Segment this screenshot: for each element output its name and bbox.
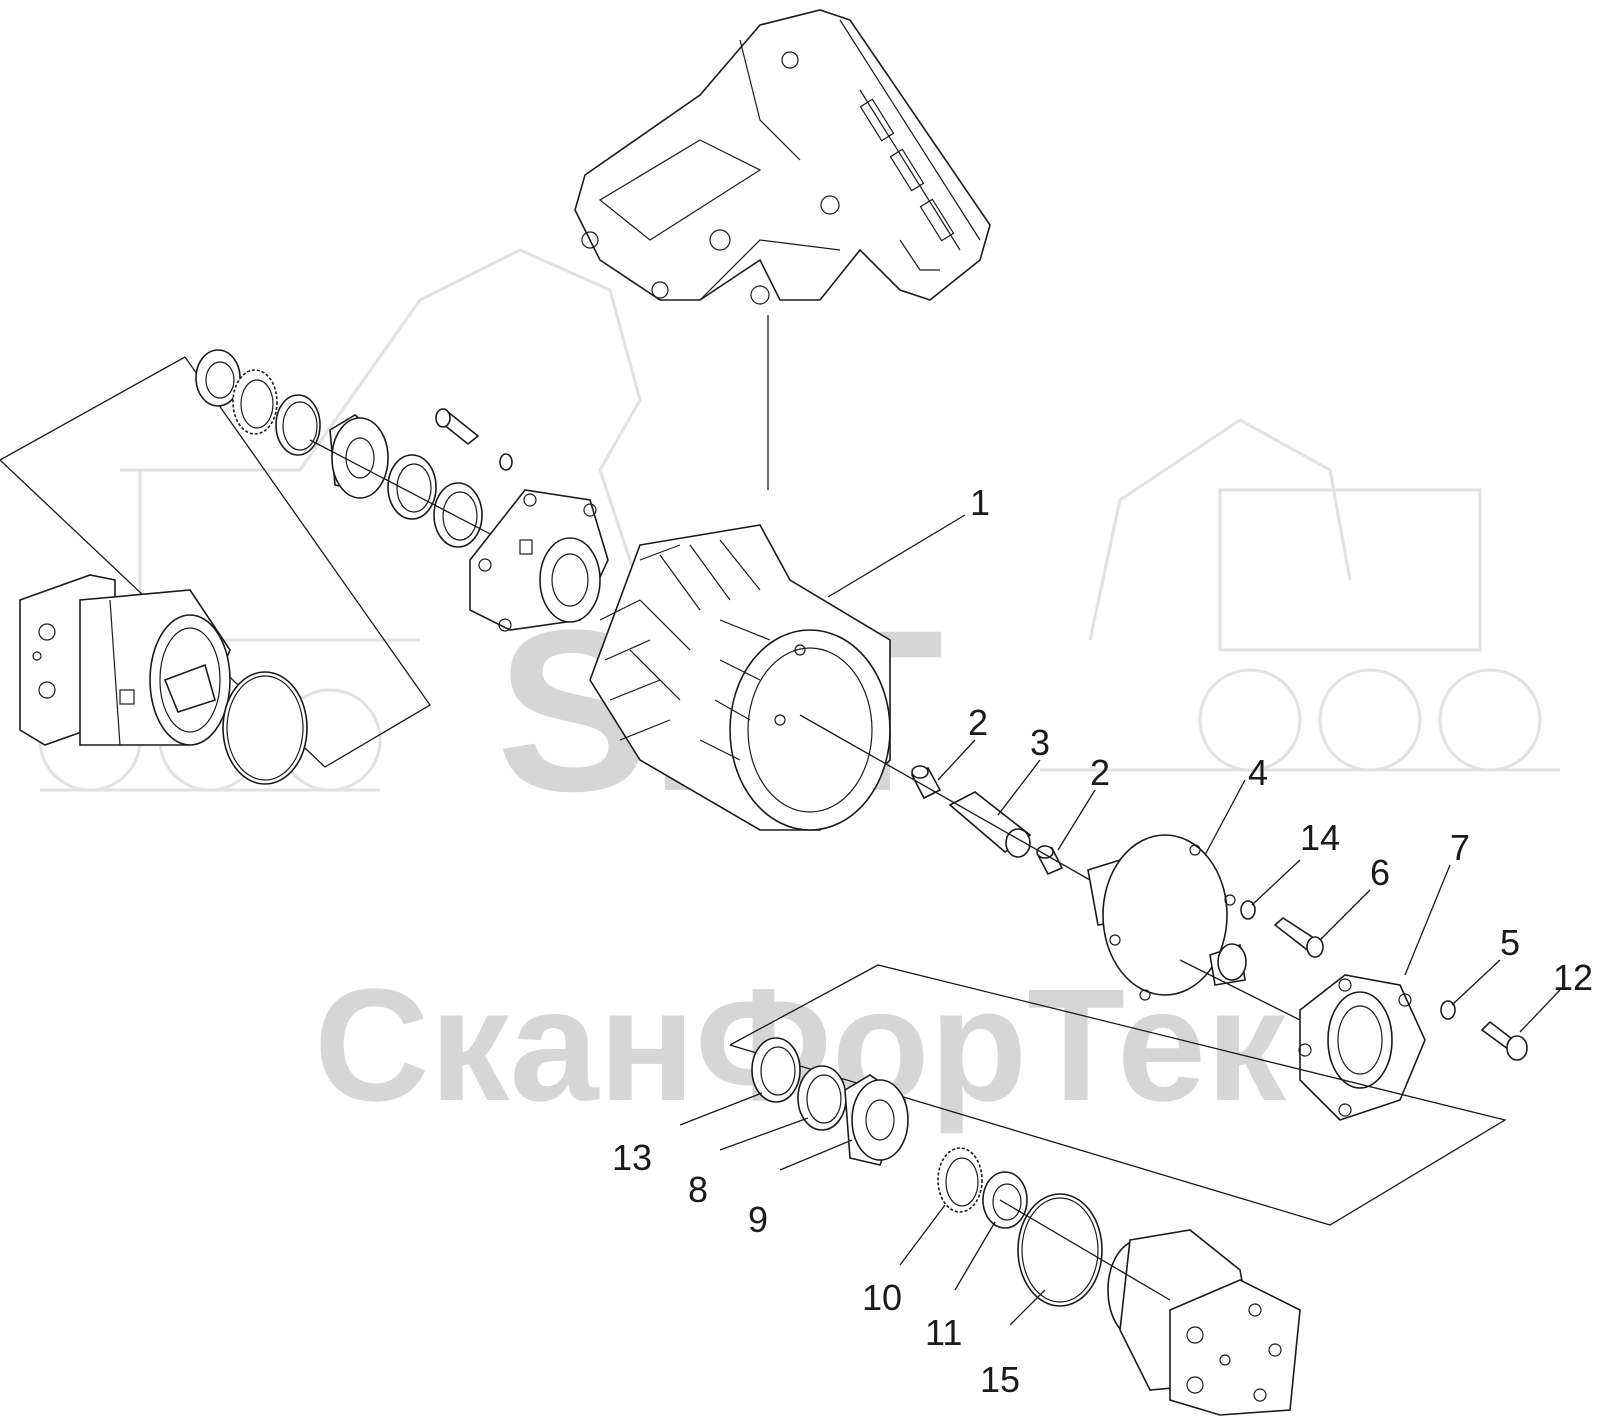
frame-assembly [574,9,991,305]
lower-group-bracket [729,964,1507,1226]
callout-labels: 1 2 3 2 4 14 6 7 5 12 13 8 9 10 11 15 [612,482,1593,1400]
bearing-right-9 [844,1074,909,1166]
callout-leaders [679,514,1561,1326]
lock-washer-left [232,369,278,435]
hub [1087,834,1247,1001]
pin-lower [1036,845,1064,876]
seal-left-1 [387,454,437,520]
callout-15: 15 [980,1359,1020,1400]
watermark-tractor-right [1040,418,1560,772]
callout-2-lower: 2 [1090,752,1110,793]
hydraulic-motor-right [1107,1229,1301,1416]
bolt-6 [1273,916,1324,958]
seal-right-8 [797,1065,847,1131]
callout-6: 6 [1370,852,1390,893]
washer-left [499,453,513,471]
hydraulic-motor-left [19,574,231,746]
callout-7: 7 [1450,827,1470,868]
sprocket-drum [589,524,891,831]
o-ring-right-15 [1017,1193,1103,1307]
callout-14: 14 [1300,817,1340,858]
spacer-tube [948,791,1032,858]
callout-1: 1 [970,482,990,523]
bearing-housing-right [1298,974,1426,1121]
o-ring-left [222,671,308,785]
callout-4: 4 [1248,752,1268,793]
seal-right-13 [751,1037,801,1103]
lock-washer-right-10 [937,1147,983,1213]
washer-5 [1440,1000,1456,1020]
callout-11: 11 [925,1312,962,1353]
nut-right-11 [982,1171,1028,1229]
callout-3: 3 [1030,722,1050,763]
bolt-left [435,408,480,446]
bolt-12 [1480,1020,1528,1061]
callout-12: 12 [1553,957,1593,998]
upper-group-bracket [0,356,431,768]
callout-2-upper: 2 [968,702,988,743]
bearing-housing-left [469,489,609,632]
callout-10: 10 [862,1277,902,1318]
callout-8: 8 [688,1169,708,1210]
ring-left-1 [275,394,321,456]
callout-13: 13 [612,1137,652,1178]
seal-left-2 [433,482,483,548]
bearing-left [329,414,389,499]
callout-5: 5 [1500,922,1520,963]
washer-14 [1240,900,1256,920]
callout-9: 9 [748,1199,768,1240]
